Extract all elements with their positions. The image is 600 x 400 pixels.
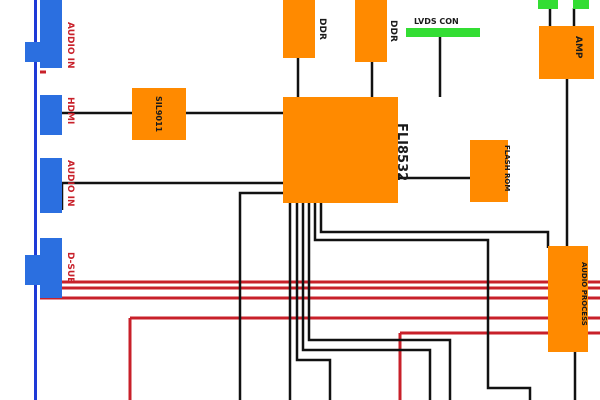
block-amp-label: AMP (573, 36, 583, 59)
block-ddr-2: DDR (355, 0, 398, 62)
block-main-soc-label: FLI8532 (394, 123, 409, 181)
block-ddr-2-body (355, 0, 387, 62)
connector-audio-in-2-body (40, 158, 62, 213)
connector-dsub: D-SUB (25, 238, 75, 298)
connector-audio-in-1-label: AUDIO IN (65, 22, 75, 68)
connector-hdmi-label: HDMI (65, 97, 75, 124)
block-amp-body (539, 26, 594, 79)
wire-soc-out-6 (313, 203, 532, 400)
connector-audio-in-1: AUDIO IN (25, 0, 75, 68)
black-signal-group (60, 8, 577, 400)
left-bus-bar (34, 0, 37, 400)
wire-soc-out-4 (301, 203, 432, 400)
wire-soc-out-1 (238, 191, 283, 400)
block-ddr-1-body (283, 0, 315, 58)
connector-hdmi: HDMI (40, 95, 75, 135)
block-ddr-2-label: DDR (388, 20, 398, 42)
block-flash-rom-label: FLASH ROM (503, 145, 511, 191)
block-lvds-con-label: LVDS CON (414, 17, 459, 26)
connector-audio-in-2-label: AUDIO IN (65, 160, 75, 206)
connector-green-top-left (538, 0, 558, 9)
block-ddr-1: DDR (283, 0, 327, 58)
connector-audio-in-2: AUDIO IN (40, 158, 75, 213)
connector-green-top-right (573, 0, 589, 9)
wire-soc-out-5 (307, 203, 452, 400)
connector-audio-in-1-body (40, 0, 62, 68)
connector-audio-in-1-tab (25, 42, 40, 62)
block-amp: AMP (538, 0, 594, 79)
connector-hdmi-body (40, 95, 62, 135)
block-lvds-con-body (406, 28, 480, 37)
block-main-soc-body (283, 97, 398, 203)
block-ddr-1-label: DDR (317, 18, 327, 40)
block-sil9011: SIL9011 (132, 88, 186, 140)
block-audio-process-label: AUDIO PROCESS (580, 262, 588, 326)
block-flash-rom: FLASH ROM (470, 140, 511, 202)
connector-dsub-body (40, 238, 62, 298)
block-audio-process: AUDIO PROCESS (548, 246, 588, 352)
block-main-soc: FLI8532 (283, 97, 409, 203)
wire-soc-out-3 (295, 203, 332, 400)
block-flash-rom-body (470, 140, 508, 202)
connector-dsub-label: D-SUB (65, 252, 75, 284)
connector-dsub-tab (25, 255, 40, 285)
block-sil9011-body (132, 88, 186, 140)
block-lvds-con: LVDS CON (406, 17, 480, 37)
block-sil9011-label: SIL9011 (154, 96, 163, 133)
wire-soc-out-7 (319, 203, 550, 248)
wire-audio2-soc (60, 181, 283, 210)
block-audio-process-body (548, 246, 588, 352)
